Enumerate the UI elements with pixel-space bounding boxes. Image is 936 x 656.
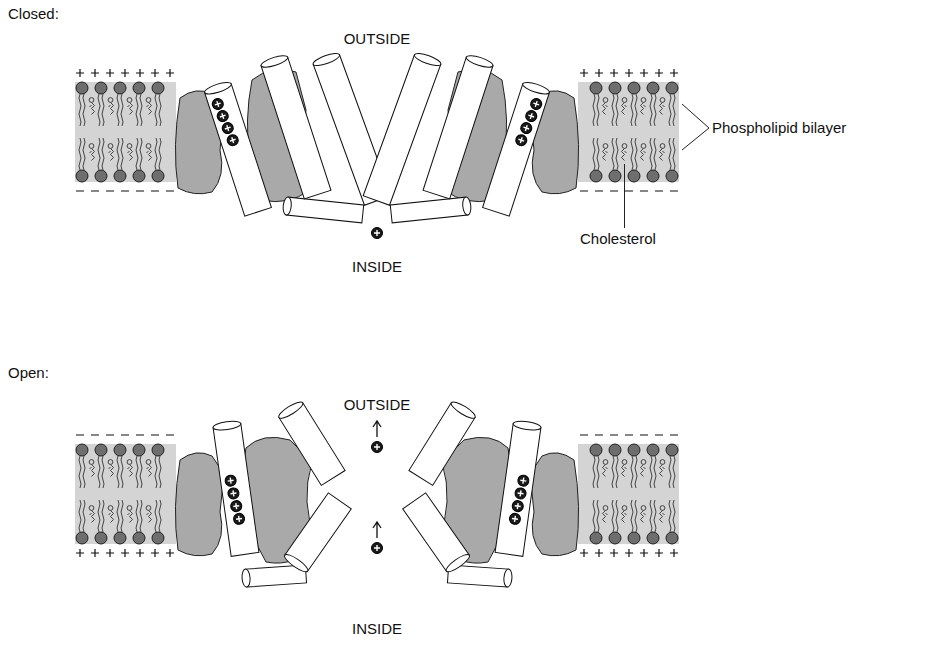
flow-arrow bbox=[373, 421, 381, 437]
region-label: INSIDE bbox=[352, 620, 402, 638]
open-channel bbox=[75, 399, 679, 587]
channel-half bbox=[403, 399, 679, 587]
cation bbox=[372, 543, 383, 554]
part-label: Cholesterol bbox=[580, 230, 656, 248]
channel-half bbox=[75, 399, 351, 587]
region-label: OUTSIDE bbox=[344, 30, 411, 48]
cation bbox=[372, 228, 383, 239]
channel-half bbox=[363, 51, 679, 223]
panel-title: Open: bbox=[8, 364, 49, 382]
cation bbox=[372, 442, 383, 453]
channel-half bbox=[75, 51, 391, 223]
leader-line bbox=[624, 164, 625, 228]
flow-arrow bbox=[373, 522, 381, 538]
leader-line bbox=[682, 104, 709, 150]
panel-title: Closed: bbox=[8, 5, 59, 23]
closed-channel bbox=[75, 51, 679, 239]
region-label: INSIDE bbox=[352, 258, 402, 276]
part-label: Phospholipid bilayer bbox=[712, 119, 846, 137]
region-label: OUTSIDE bbox=[344, 396, 411, 414]
